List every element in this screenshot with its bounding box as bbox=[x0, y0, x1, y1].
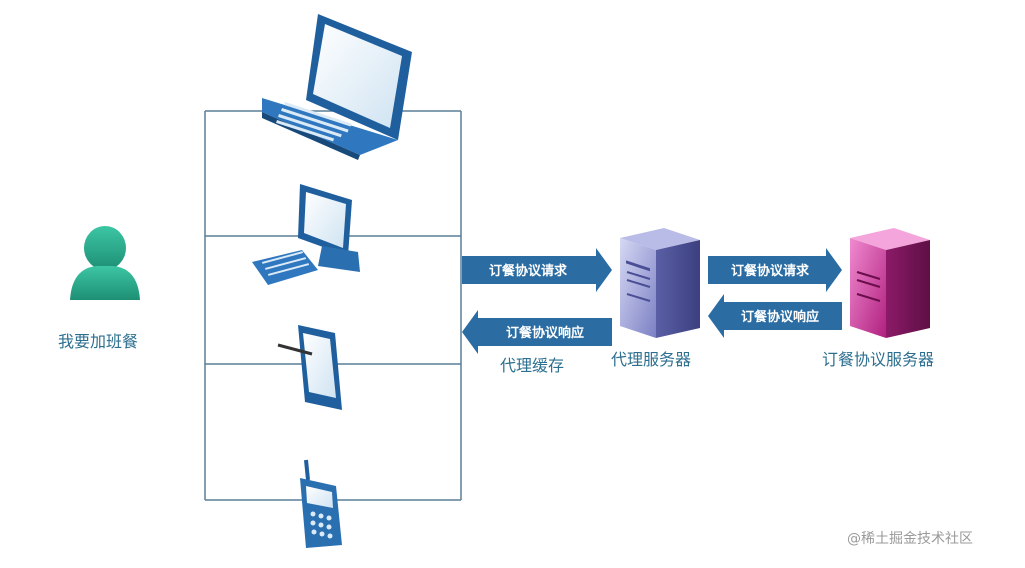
desktop-computer-icon bbox=[252, 184, 360, 285]
mobile-phone-icon bbox=[300, 459, 342, 548]
request-arrow-right: 订餐协议请求 bbox=[708, 248, 842, 292]
order-server-icon bbox=[850, 228, 930, 338]
order-server-label: 订餐协议服务器 bbox=[822, 350, 935, 369]
cache-label: 代理缓存 bbox=[500, 356, 565, 375]
proxy-server-label: 代理服务器 bbox=[611, 350, 692, 369]
response-arrow-right: 订餐协议响应 bbox=[708, 294, 842, 338]
device-connection-lines bbox=[204, 110, 462, 501]
request-arrow-left-label: 订餐协议请求 bbox=[489, 263, 568, 279]
user-icon bbox=[70, 226, 140, 300]
response-arrow-right-label: 订餐协议响应 bbox=[741, 309, 819, 325]
proxy-server-icon bbox=[620, 228, 700, 338]
laptop-icon bbox=[262, 14, 412, 160]
watermark: @稀土掘金技术社区 bbox=[847, 531, 973, 547]
response-arrow-left: 订餐协议响应 bbox=[462, 310, 612, 354]
tablet-icon bbox=[277, 325, 342, 410]
request-arrow-left: 订餐协议请求 bbox=[462, 248, 612, 292]
user-label: 我要加班餐 bbox=[58, 332, 139, 351]
request-arrow-right-label: 订餐协议请求 bbox=[731, 263, 810, 279]
response-arrow-left-label: 订餐协议响应 bbox=[506, 325, 584, 341]
